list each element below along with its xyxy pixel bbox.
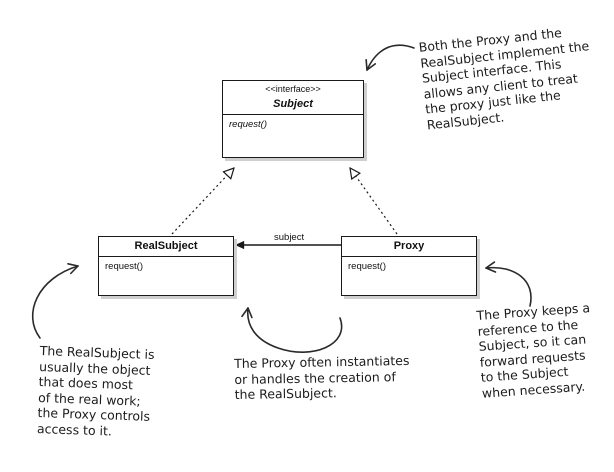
subject-interface-box: <<interface>> Subject request() xyxy=(222,80,364,158)
subject-box-header: <<interface>> Subject xyxy=(223,81,363,115)
subject-class-name: Subject xyxy=(273,98,313,110)
note-line: the RealSubject. xyxy=(234,385,337,402)
realization-line-proxy xyxy=(350,168,398,235)
note-interface-arrow xyxy=(365,44,415,71)
real-subject-operation: request() xyxy=(105,261,144,272)
real-subject-class-name: RealSubject xyxy=(134,240,198,252)
note-line: or handles the creation of xyxy=(234,368,396,387)
real-subject-box: RealSubject request() xyxy=(98,236,234,296)
note-real-subject: The RealSubject is usually the object th… xyxy=(37,343,155,440)
proxy-box: Proxy request() xyxy=(341,236,477,296)
subject-stereotype: <<interface>> xyxy=(265,84,321,94)
realization-line-realsubject xyxy=(171,168,234,235)
note-reference-arrow xyxy=(485,261,532,307)
note-interface: Both the Proxy and the RealSubject imple… xyxy=(418,22,596,132)
proxy-box-header: Proxy xyxy=(342,237,476,257)
note-creation-arrow xyxy=(241,307,343,353)
subject-operation: request() xyxy=(229,119,268,130)
proxy-class-name: Proxy xyxy=(393,240,425,252)
real-subject-box-header: RealSubject xyxy=(99,237,233,257)
proxy-operation: request() xyxy=(348,261,387,272)
note-reference: The Proxy keeps a reference to the Subje… xyxy=(476,300,596,401)
association-label: subject xyxy=(274,232,305,243)
note-creation: The Proxy often instantiates or handles … xyxy=(234,353,410,403)
note-realsubject-arrow xyxy=(31,263,79,339)
